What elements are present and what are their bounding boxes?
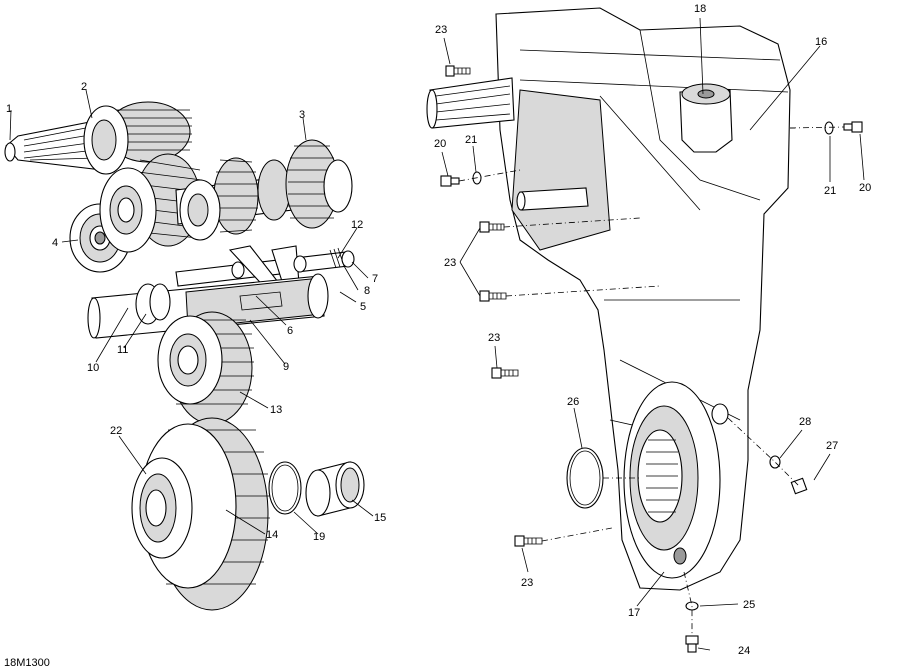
callout-12: 12 bbox=[351, 219, 363, 231]
gear-train-assembly bbox=[4, 101, 365, 611]
callout-20-left: 20 bbox=[434, 138, 446, 150]
callout-9: 9 bbox=[283, 361, 289, 373]
bushing-15 bbox=[305, 461, 365, 517]
drain-plug-24 bbox=[685, 635, 699, 653]
case-lower-shaft bbox=[516, 187, 589, 211]
callout-26: 26 bbox=[567, 396, 579, 408]
screw-20-right bbox=[843, 121, 863, 133]
bolt-23-bottom bbox=[514, 535, 543, 547]
callout-6: 6 bbox=[287, 325, 293, 337]
input-gear bbox=[83, 101, 192, 175]
screw-20-left bbox=[440, 175, 460, 187]
splined-output-shaft bbox=[4, 119, 103, 171]
callout-numbers: 1 2 3 4 5 6 7 8 9 10 11 12 13 14 15 16 1… bbox=[6, 3, 871, 657]
drain-plug-27 bbox=[790, 477, 808, 495]
washer-21-right bbox=[824, 121, 834, 135]
callout-2: 2 bbox=[81, 81, 87, 93]
callout-13: 13 bbox=[270, 404, 282, 416]
callout-23-center: 23 bbox=[488, 332, 500, 344]
callout-15: 15 bbox=[374, 512, 386, 524]
callout-17: 17 bbox=[628, 607, 640, 619]
callout-21-left: 21 bbox=[465, 134, 477, 146]
callout-7: 7 bbox=[372, 273, 378, 285]
idler-gear bbox=[157, 311, 254, 425]
callout-28: 28 bbox=[799, 416, 811, 428]
callout-20-right: 20 bbox=[859, 182, 871, 194]
callout-11: 11 bbox=[117, 344, 128, 356]
callout-19: 19 bbox=[313, 531, 325, 543]
callout-14: 14 bbox=[266, 529, 278, 541]
callout-24: 24 bbox=[738, 645, 750, 657]
figure-reference: 18M1300 bbox=[4, 657, 50, 669]
callout-27: 27 bbox=[826, 440, 838, 452]
bolt-23-mid-upper bbox=[479, 221, 505, 233]
callout-23-middle: 23 bbox=[444, 257, 456, 269]
callout-21-right: 21 bbox=[824, 185, 836, 197]
callout-8: 8 bbox=[364, 285, 370, 297]
callout-4: 4 bbox=[52, 237, 58, 249]
o-ring-26 bbox=[566, 447, 604, 509]
callout-25: 25 bbox=[743, 599, 755, 611]
callout-23-top: 23 bbox=[435, 24, 447, 36]
bolt-23-center bbox=[491, 367, 519, 379]
main-shaft-gears bbox=[175, 139, 353, 241]
final-drive-gear bbox=[131, 417, 270, 611]
washer-25 bbox=[685, 601, 699, 611]
bolt-23-top bbox=[445, 65, 471, 77]
leader-lines bbox=[9, 17, 865, 651]
callout-3: 3 bbox=[299, 109, 305, 121]
callout-5: 5 bbox=[360, 301, 366, 313]
callout-18: 18 bbox=[694, 3, 706, 15]
callout-22: 22 bbox=[110, 425, 122, 437]
washer-28 bbox=[769, 455, 781, 469]
breather-cap bbox=[679, 83, 733, 153]
transmission-case-assembly bbox=[426, 7, 863, 653]
callout-1: 1 bbox=[6, 103, 12, 115]
case-input-shaft bbox=[426, 77, 515, 129]
side-cover-plate bbox=[623, 381, 729, 579]
callout-10: 10 bbox=[87, 362, 99, 374]
bolt-23-mid-lower bbox=[479, 290, 507, 302]
callout-16: 16 bbox=[815, 36, 827, 48]
o-ring-19 bbox=[268, 461, 302, 515]
callout-23-bottom: 23 bbox=[521, 577, 533, 589]
